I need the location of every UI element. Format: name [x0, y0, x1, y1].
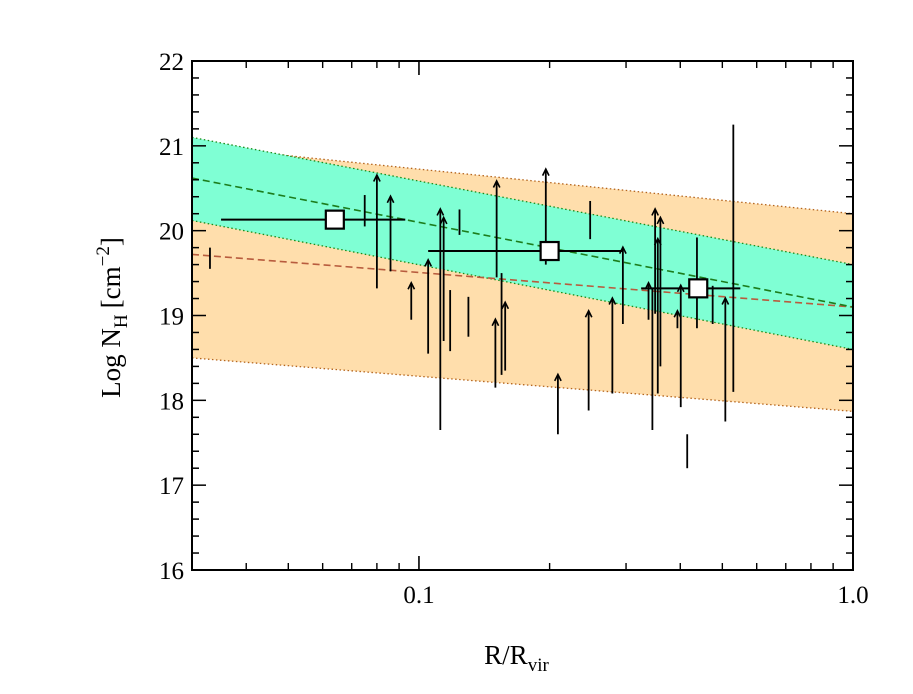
binned-point-marker — [539, 240, 560, 262]
lower-limit-arrow — [386, 194, 395, 272]
lower-limit-arrow — [372, 173, 381, 289]
lower-limit-head — [584, 308, 593, 318]
lower-limit-head — [492, 179, 501, 188]
lower-limit-head — [553, 372, 562, 382]
lower-limit-arrow — [424, 258, 433, 354]
axes-layer: 0.1 1.0 16 17 18 19 20 21 22 — [159, 49, 869, 609]
lower-limit-head — [676, 283, 685, 293]
orange-band-lower-edge — [192, 357, 853, 413]
lower-limit-head — [372, 173, 381, 182]
lower-limit-head — [386, 194, 395, 204]
lower-limit-arrow — [492, 179, 501, 278]
lower-limit-arrow — [584, 308, 593, 411]
lower-limit-head — [608, 296, 617, 305]
y-tick-label: 19 — [159, 304, 184, 331]
y-tick-label: 22 — [159, 49, 184, 76]
y-tick-label: 17 — [159, 473, 184, 500]
y-tick-label: 18 — [159, 388, 184, 415]
orange-band-fit-line — [192, 253, 853, 308]
lower-limit-head — [651, 207, 660, 216]
y-tick-label: 20 — [159, 219, 184, 246]
lower-limit-arrow — [501, 300, 510, 371]
lower-limit-arrow — [436, 207, 445, 431]
lower-limit-arrow — [608, 296, 617, 394]
lower-limit-arrow — [651, 207, 660, 314]
lower-limit-head — [439, 215, 448, 225]
lower-limit-arrow — [676, 283, 685, 408]
lower-limit-arrow — [439, 215, 448, 341]
bands-layer — [192, 136, 853, 413]
lower-limit-head — [424, 258, 433, 267]
lower-limit-arrow — [491, 317, 500, 388]
data-layer — [209, 124, 741, 469]
lower-limit-head — [501, 300, 510, 310]
teal-band-lower-edge — [192, 219, 853, 351]
lower-limit-head — [644, 280, 653, 290]
binned-point — [641, 278, 741, 299]
x-tick-label: 0.1 — [403, 582, 434, 609]
lower-limit-head — [436, 207, 445, 216]
binned-point-marker — [324, 209, 345, 230]
lower-limit-head — [407, 280, 416, 290]
lower-limit-head — [656, 215, 665, 225]
binned-point-marker — [688, 278, 709, 299]
teal-band — [192, 137, 853, 350]
binned-point — [221, 209, 406, 230]
lower-limit-head — [673, 308, 682, 318]
y-axis-title: Log NH[cm−2] — [93, 237, 132, 398]
binned-point — [428, 240, 623, 262]
teal-band-upper-edge — [192, 136, 853, 266]
lower-limit-head — [491, 317, 500, 327]
y-tick-label: 16 — [159, 558, 184, 585]
lower-limit-arrow — [656, 215, 665, 367]
x-tick-label: 1.0 — [837, 582, 868, 609]
labels-layer: R/Rvir Log NH[cm−2] — [93, 237, 549, 676]
teal-band-fit-line — [192, 177, 853, 308]
lower-limit-arrow — [721, 296, 730, 422]
lower-limit-arrow — [553, 372, 562, 435]
y-tick-label: 21 — [159, 134, 184, 161]
lower-limit-arrow — [673, 308, 682, 329]
lower-limit-head — [721, 296, 730, 305]
lower-limit-head — [541, 167, 550, 176]
lower-limit-arrow — [407, 280, 416, 320]
orange-band-upper-edge — [192, 145, 853, 215]
x-axis-title: R/Rvir — [484, 640, 549, 676]
